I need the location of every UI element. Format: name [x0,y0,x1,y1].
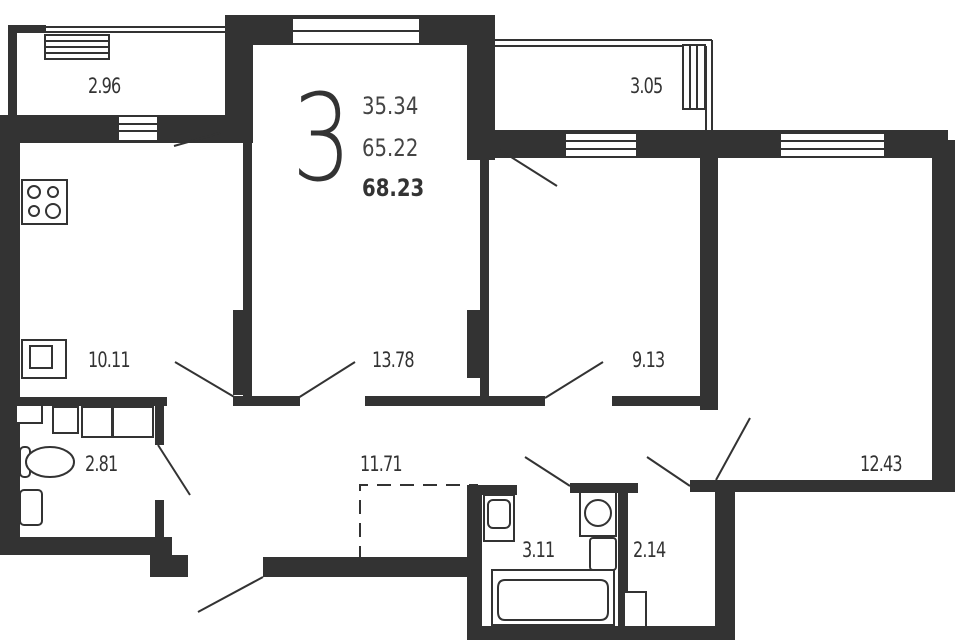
total-area-with-balcony: 68.23 [362,174,425,202]
room-area-kitchen: 10.11 [88,348,131,372]
room-area-balcony-right: 3.05 [630,74,663,98]
room-area-laundry: 3.11 [522,538,555,562]
rooms-count: 3 [292,70,352,209]
room-area-bedroom-small: 9.13 [632,348,665,372]
total-area: 65.22 [362,134,419,162]
balcony-left [8,25,228,117]
living-area: 35.34 [362,92,419,120]
room-area-bedroom-center: 13.78 [372,348,415,372]
toilet-room-fixtures [15,404,154,526]
room-area-balcony-left: 2.96 [88,74,121,98]
room-area-toilet: 2.81 [85,452,118,476]
bathtub-icon [491,569,647,628]
room-area-bedroom-large: 12.43 [860,452,903,476]
balcony-right [495,39,713,132]
room-area-hall: 11.71 [360,452,403,476]
door-swings [157,132,751,613]
kitchen-sink-icon [21,339,67,379]
laundry-fixtures [483,491,617,571]
windows [117,17,886,158]
walls [0,15,955,640]
room-area-bathroom: 2.14 [633,538,666,562]
stove-icon [21,179,68,225]
